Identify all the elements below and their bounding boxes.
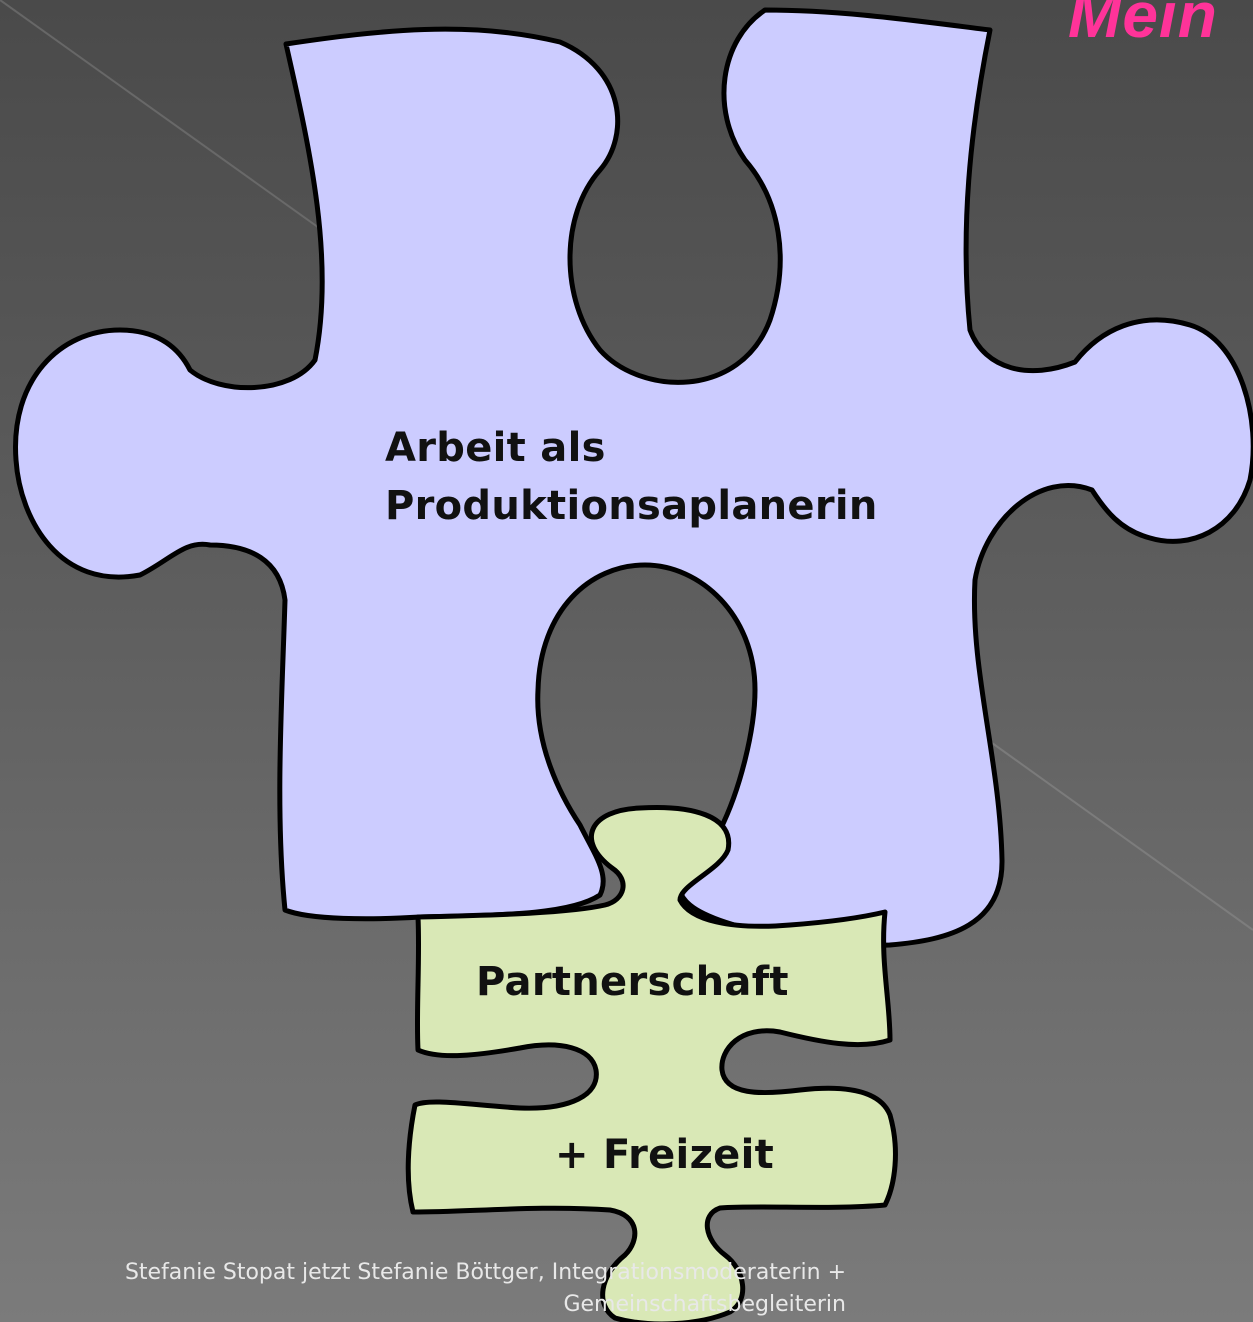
large-piece-label-line1: Arbeit als: [385, 424, 606, 472]
slide-title: Mein: [1068, 0, 1218, 52]
background-diagonal-line: [960, 720, 1253, 930]
footer-line2: Gemeinschaftsbegleiterin: [120, 1289, 846, 1321]
small-piece-label-top: Partnerschaft: [476, 958, 789, 1006]
footer-line1: Stefanie Stopat jetzt Stefanie Böttger, …: [120, 1257, 846, 1289]
small-piece-label-bottom: + Freizeit: [555, 1131, 774, 1179]
large-piece-label-line2: Produktionsaplanerin: [385, 482, 878, 530]
large-puzzle-piece: [16, 10, 1253, 945]
